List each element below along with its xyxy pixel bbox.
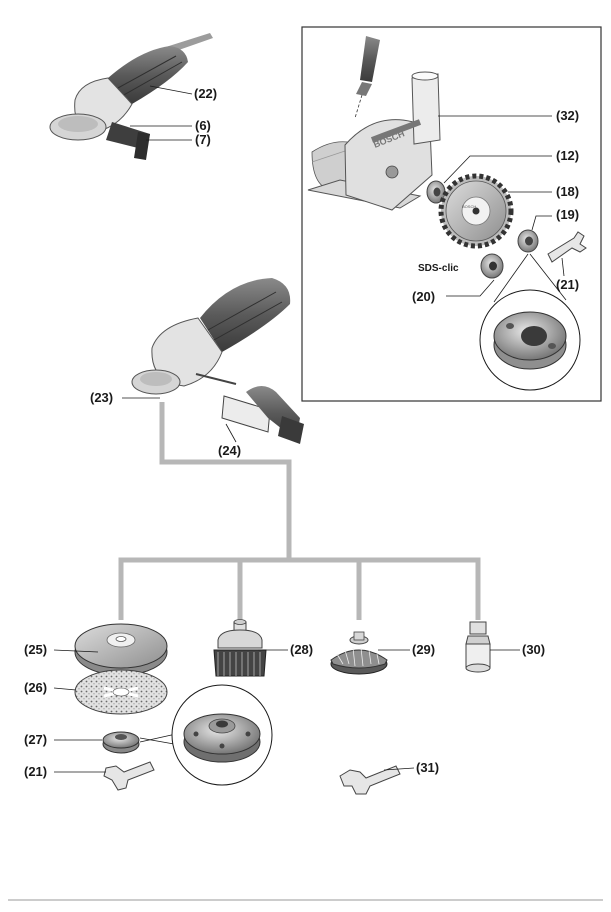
label-18: (18): [556, 184, 580, 199]
angle-grinder-top: [49, 33, 213, 160]
leader-21-top: [561, 257, 565, 277]
two-pin-spanner-21-top: [547, 231, 587, 263]
cutting-guard-with-grinder: BOSCH: [307, 71, 441, 211]
grinding-disc-25: [74, 623, 168, 676]
label-31: (31): [416, 760, 440, 775]
label-28: (28): [290, 642, 314, 657]
leader-24: [225, 423, 237, 443]
label-32: (32): [556, 108, 580, 123]
open-spanner-31: [339, 765, 401, 795]
label-27: (27): [24, 732, 48, 747]
sanding-sheet-26: [74, 669, 168, 715]
sds-clic-label: SDS-clic: [418, 263, 459, 274]
label-19: (19): [556, 207, 580, 222]
label-30: (30): [522, 642, 546, 657]
two-pin-spanner-21-bottom: [103, 761, 155, 791]
label-29: (29): [412, 642, 436, 657]
leader-31: [383, 767, 415, 771]
accessory-connector-tree: [118, 402, 481, 620]
leader-22: [149, 85, 193, 95]
leader-26: [53, 687, 77, 691]
auxiliary-handle-with-guard-24: [195, 373, 304, 444]
label-22: (22): [194, 86, 218, 101]
mounting-flange-12: [426, 180, 446, 204]
label-25: (25): [24, 642, 48, 657]
label-21-top: (21): [556, 277, 580, 292]
nut-detail-callout: [479, 253, 581, 391]
label-7: (7): [195, 132, 211, 147]
quick-clamping-nut-20: [480, 253, 504, 279]
leader-12: [443, 155, 552, 184]
label-26: (26): [24, 680, 48, 695]
leader-19: [531, 215, 552, 231]
label-23: (23): [90, 390, 114, 405]
auxiliary-handle-upper: [354, 36, 380, 119]
label-20: (20): [412, 289, 436, 304]
knot-cup-brush-29: [330, 631, 388, 675]
label-24: (24): [218, 443, 242, 458]
label-21-bottom: (21): [24, 764, 48, 779]
cup-brush-28: [213, 619, 267, 677]
cutting-accessories-frame: [301, 26, 602, 402]
label-6: (6): [195, 118, 211, 133]
nut-27-detail-callout: [139, 684, 273, 786]
clamping-nut-19: [517, 229, 539, 253]
label-12: (12): [556, 148, 580, 163]
clamping-nut-27: [102, 731, 140, 754]
leader-25: [53, 649, 99, 653]
svg-text:BOSCH: BOSCH: [462, 204, 476, 209]
leader-20: [446, 279, 495, 297]
diamond-cutting-disc-18: BOSCH: [438, 173, 514, 249]
adapter-30: [465, 621, 491, 673]
angle-grinder-middle: [131, 278, 291, 395]
